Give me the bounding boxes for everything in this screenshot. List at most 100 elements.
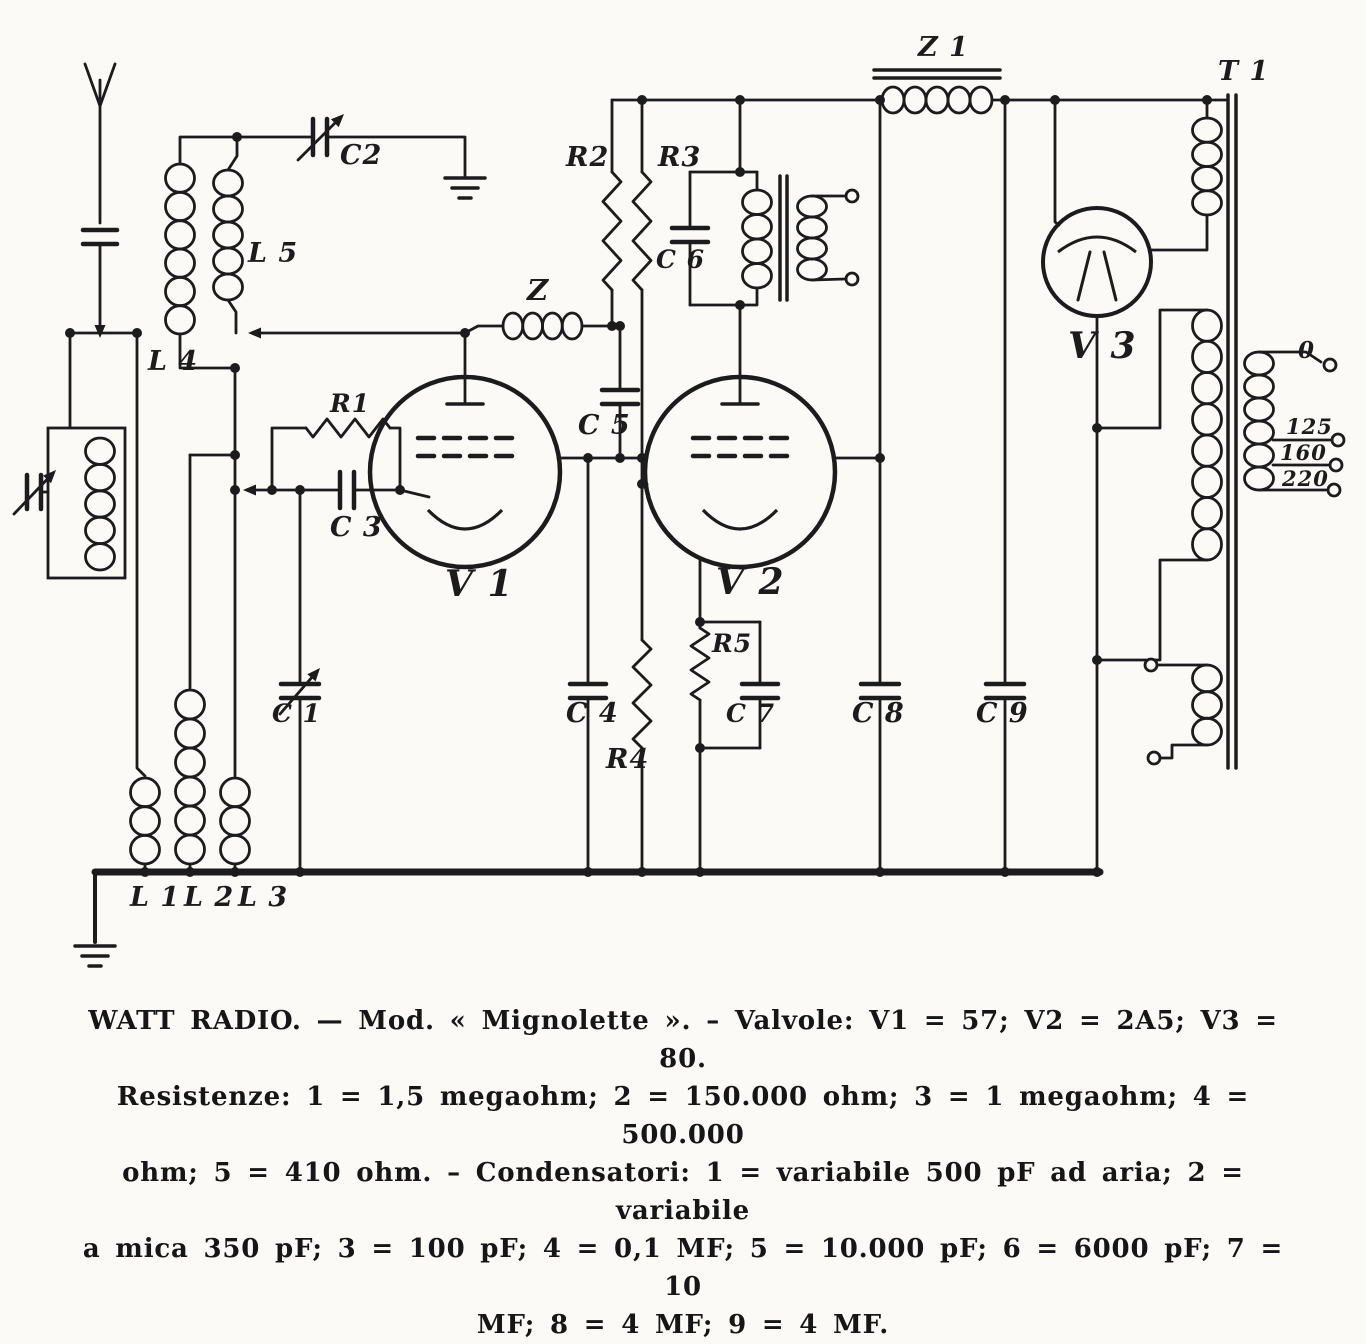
label-L4: L 4 xyxy=(147,346,198,377)
wiring-v3-right xyxy=(1148,213,1209,252)
terminal xyxy=(844,271,860,287)
junction-dot xyxy=(583,453,593,463)
coil-loop xyxy=(164,247,196,279)
junction-dot xyxy=(615,321,625,331)
wire xyxy=(689,626,711,702)
coil-loop xyxy=(84,489,116,519)
coil-loop xyxy=(129,776,161,809)
label-C1: C 1 xyxy=(272,699,321,728)
wire xyxy=(98,62,117,108)
coil-loop xyxy=(1191,116,1223,144)
coil-loop xyxy=(1243,419,1275,446)
coil-loop xyxy=(1191,663,1223,694)
wiring-v3 xyxy=(1053,98,1061,227)
wire xyxy=(1095,558,1209,662)
coil-loop xyxy=(741,262,773,290)
wire xyxy=(1095,308,1209,430)
junction-dot xyxy=(232,132,242,142)
coil-loop xyxy=(212,168,244,198)
wire xyxy=(135,331,147,778)
ground-symbol xyxy=(443,176,487,200)
coil-loop xyxy=(521,311,544,341)
coil-loop xyxy=(1243,396,1275,423)
terminal xyxy=(1326,482,1342,498)
coil-loop xyxy=(902,85,928,115)
wire xyxy=(304,417,392,439)
caption-line: WATT RADIO. — Mod. « Mignolette ». – Val… xyxy=(88,1006,1278,1074)
arrow-icon xyxy=(248,327,261,339)
coil-loop xyxy=(880,85,906,115)
label-R2: R2 xyxy=(565,142,609,173)
capacitor-C2 xyxy=(296,114,467,178)
coil-loop xyxy=(1191,464,1223,499)
wire xyxy=(83,62,102,108)
wire xyxy=(226,298,238,335)
coil-loop xyxy=(1191,371,1223,406)
caption-line: MF; 8 = 4 MF; 9 = 4 MF. xyxy=(476,1310,890,1340)
capacitor-antenna xyxy=(80,227,120,338)
coil-loop xyxy=(1243,373,1275,400)
resistor-R4 xyxy=(631,638,653,874)
coil-loop xyxy=(1191,339,1223,374)
coil-loop xyxy=(1191,308,1223,343)
transformer-T1 xyxy=(1095,93,1332,770)
junction-dot xyxy=(230,450,240,460)
junction-dot xyxy=(267,485,277,495)
coil-loop xyxy=(1191,189,1223,217)
junction-dot xyxy=(1050,95,1060,105)
coil-loop xyxy=(164,304,196,336)
wire xyxy=(1076,250,1092,302)
junction-dot xyxy=(695,617,705,627)
coil-loop xyxy=(1243,442,1275,469)
coil-loop xyxy=(174,717,206,750)
ground-symbol xyxy=(73,944,117,968)
label-C3: C 3 xyxy=(330,512,383,543)
coil-loop xyxy=(541,311,564,341)
coil-Z xyxy=(463,311,622,341)
wire xyxy=(270,426,308,492)
junction-dot xyxy=(637,95,647,105)
junction-dot xyxy=(140,867,150,877)
terminal xyxy=(1322,357,1338,373)
antenna-symbol xyxy=(83,62,117,225)
coil-loop xyxy=(84,542,116,572)
junction-dot xyxy=(637,479,647,489)
terminal xyxy=(1330,432,1346,448)
junction-dot xyxy=(695,867,705,877)
junction-dot xyxy=(230,485,240,495)
coil-loop xyxy=(164,162,196,194)
label-R3: R3 xyxy=(657,142,701,173)
label-T1: T 1 xyxy=(1218,56,1269,87)
coil-loop xyxy=(1191,402,1223,437)
wiring-if xyxy=(688,98,759,174)
coil-loop xyxy=(174,688,206,721)
caption-line: ohm; 5 = 410 ohm. – Condensatori: 1 = va… xyxy=(122,1158,1244,1226)
capacitor-C4 xyxy=(567,456,609,874)
coil-loop xyxy=(968,85,994,115)
coil-L4 xyxy=(164,135,315,370)
junction-dot xyxy=(230,363,240,373)
coil-loop xyxy=(741,188,773,216)
coil-loop xyxy=(212,272,244,302)
capacitor-variable-left xyxy=(12,470,56,516)
wire xyxy=(1159,743,1209,760)
coil-loop xyxy=(219,805,251,837)
label-tap220: 220 xyxy=(1281,466,1329,491)
wire xyxy=(278,676,313,716)
label-C7: C 7 xyxy=(726,699,775,728)
tuning-box xyxy=(46,426,127,580)
arrow-icon xyxy=(243,484,256,496)
label-tap0: 0 xyxy=(1298,337,1315,364)
arrow-icon xyxy=(307,668,320,682)
wire xyxy=(601,170,623,292)
label-L2: L 2 xyxy=(183,882,234,913)
coil-loop xyxy=(164,275,196,308)
coil-loop xyxy=(1191,527,1223,562)
coil-loop xyxy=(796,215,828,240)
wire xyxy=(1148,213,1209,252)
coil-loop xyxy=(1191,690,1223,720)
grid-line xyxy=(248,327,467,379)
junction-dot xyxy=(1202,95,1212,105)
coil-L1 xyxy=(129,776,161,874)
coil-loop xyxy=(84,436,116,466)
